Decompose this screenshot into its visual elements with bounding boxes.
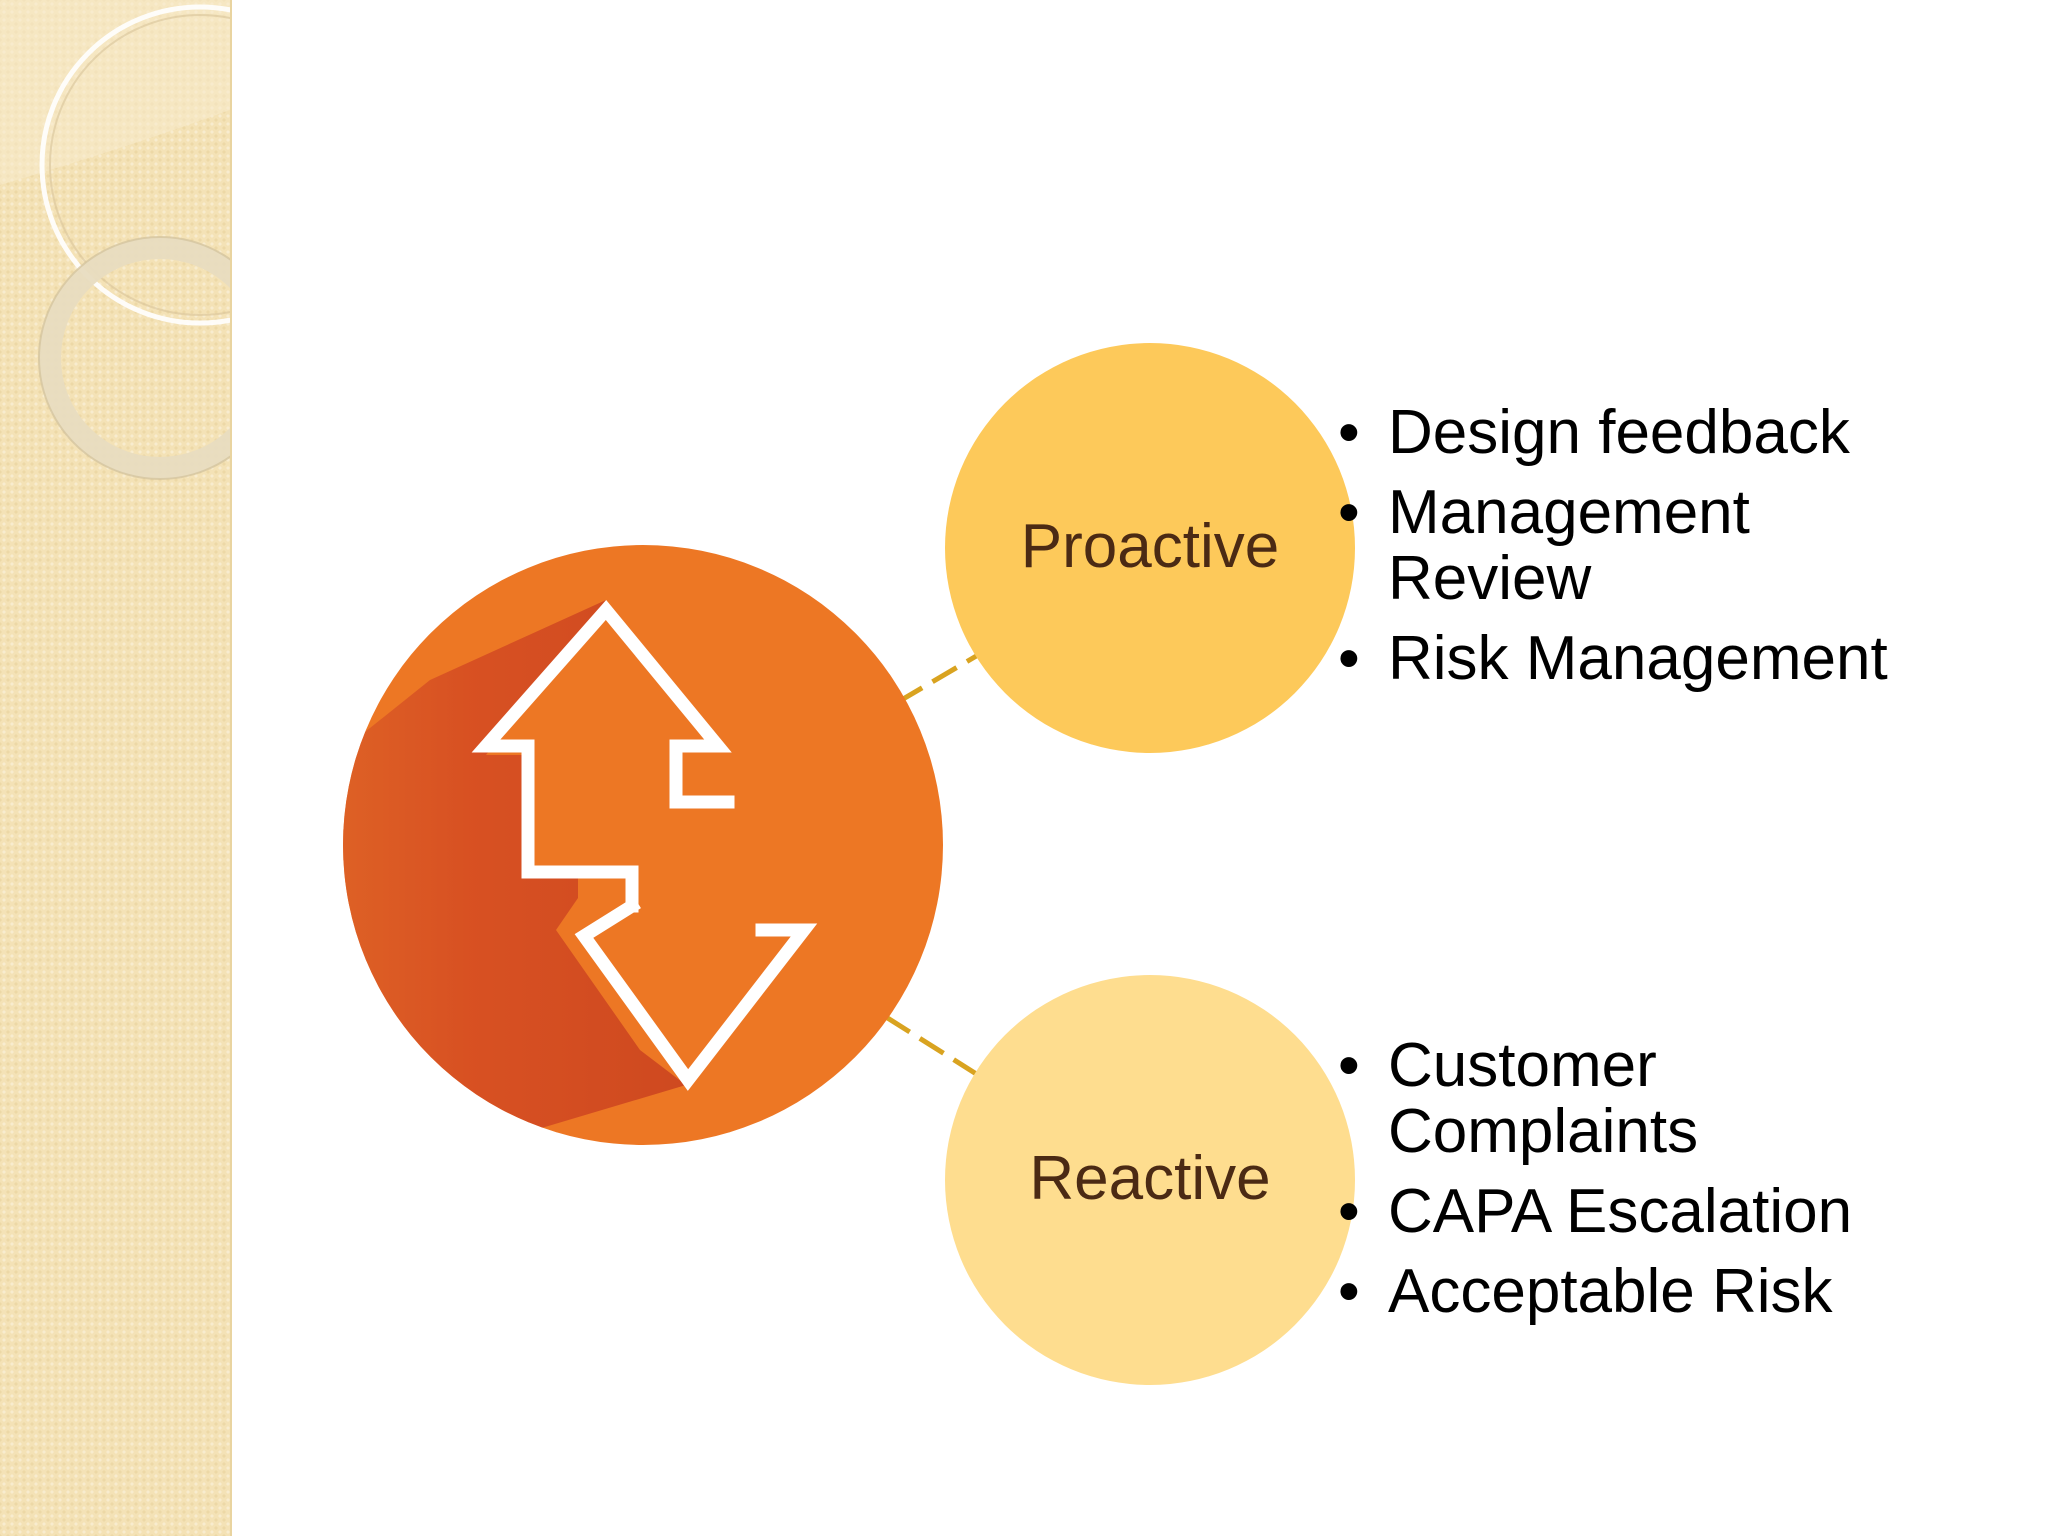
- list-item: Customer Complaints: [1330, 1033, 1950, 1165]
- reactive-label: Reactive: [1029, 1144, 1271, 1213]
- reactive-list: Customer Complaints CAPA Escalation Acce…: [1330, 1033, 1950, 1339]
- center-circle: [343, 545, 943, 1145]
- reactive-bubble: [945, 975, 1355, 1385]
- list-item: CAPA Escalation: [1330, 1179, 1950, 1246]
- list-item: Acceptable Risk: [1330, 1259, 1950, 1326]
- decorative-rings-icon: [0, 0, 230, 480]
- proactive-bubble: [945, 343, 1355, 753]
- proactive-list: Design feedback Management Review Risk M…: [1330, 400, 1950, 706]
- connector-reactive: [884, 1014, 980, 1078]
- list-item: Management Review: [1330, 480, 1950, 612]
- list-item: Risk Management: [1330, 626, 1950, 693]
- connector-proactive: [896, 652, 980, 705]
- proactive-label: Proactive: [1020, 512, 1280, 581]
- list-item: Design feedback: [1330, 400, 1950, 467]
- up-down-arrows-icon: [471, 599, 818, 1091]
- decorative-side-panel: [0, 0, 232, 1536]
